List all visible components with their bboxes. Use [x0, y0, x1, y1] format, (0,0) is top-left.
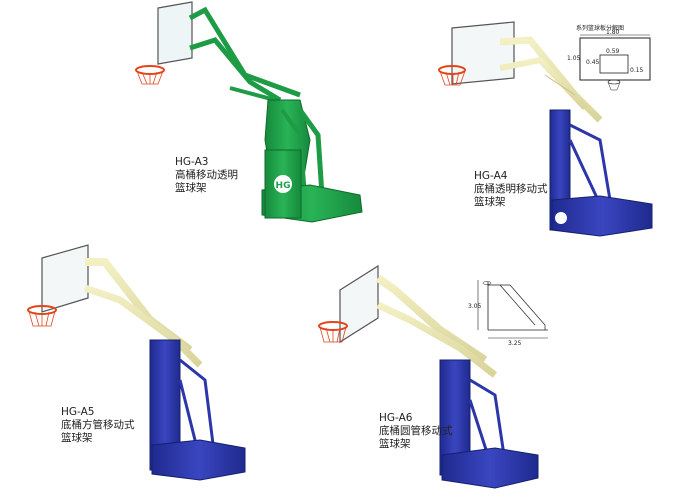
stand-hg-a4 [438, 21, 653, 237]
logo-badge [274, 175, 292, 193]
stand-hg-a6 [318, 264, 539, 489]
backboard [451, 21, 515, 85]
caption-hg-a5: HG-A5 底桶方管移动式 篮球架 [61, 406, 135, 445]
diagram-inner-width: 0.59 [606, 48, 620, 55]
support-arm [188, 6, 301, 98]
hoop [438, 65, 466, 75]
description-line: 底桶方管移动式 [61, 419, 135, 431]
net [136, 70, 164, 85]
base [151, 439, 246, 481]
net [319, 326, 347, 343]
logo-badge [555, 212, 567, 224]
caption-hg-a4: HG-A4 底桶透明移动式 篮球架 [474, 170, 548, 209]
caption-hg-a6: HG-A6 底桶圆管移动式 篮球架 [379, 412, 453, 451]
side-diagram: 3.05 3.25 [468, 280, 548, 347]
net [28, 310, 56, 327]
caption-hg-a3: HG-A3 高桶移动透明 篮球架 [175, 156, 238, 195]
diagram-title: 系列篮球板分解图 [576, 24, 624, 32]
support-arm [375, 274, 488, 364]
description-line: 篮球架 [175, 182, 207, 194]
description-line: 底桶透明移动式 [474, 183, 548, 195]
stand-hg-a5 [27, 244, 246, 481]
diagram-height: 1.05 [567, 55, 581, 62]
support-arm [499, 36, 603, 123]
description-line: 篮球架 [61, 432, 93, 444]
base [441, 447, 539, 489]
backboard [157, 1, 193, 65]
stand-hg-a3: HG [135, 1, 363, 223]
hoop [135, 65, 165, 75]
model-label: HG-A5 [61, 406, 95, 418]
side-diagram-length: 3.25 [508, 340, 522, 347]
description-line: 底桶圆管移动式 [379, 425, 453, 437]
backboard [41, 244, 89, 313]
model-label: HG-A4 [474, 170, 508, 182]
side-diagram-height: 3.05 [468, 303, 482, 310]
diagram-rim-offset: 0.15 [630, 67, 644, 74]
description-line: 篮球架 [379, 438, 411, 450]
model-label: HG-A3 [175, 156, 209, 168]
backboard [339, 264, 379, 344]
description-line: 高桶移动透明 [175, 169, 238, 181]
diagram-width: 1.80 [606, 29, 620, 36]
description-line: 篮球架 [474, 196, 506, 208]
logo-text: HG [276, 181, 291, 191]
base [551, 195, 653, 237]
backboard-diagram: 系列篮球板分解图 1.80 1.05 0.59 0.45 0.15 [567, 24, 651, 91]
diagram-inner-height: 0.45 [586, 59, 600, 66]
model-label: HG-A6 [379, 412, 413, 424]
net [439, 70, 466, 86]
